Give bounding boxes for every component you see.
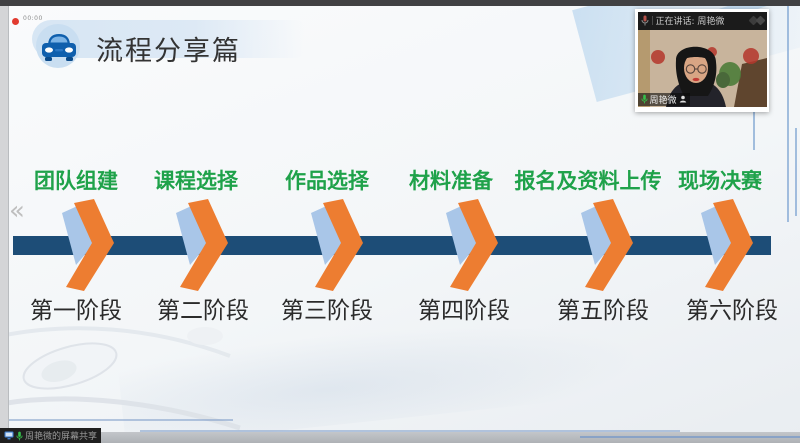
- header-divider: [651, 16, 653, 25]
- milestone-arrow-icon: [446, 199, 498, 291]
- speaking-status-text: 正在讲话: 周艳微: [655, 17, 725, 27]
- milestone-arrow-icon: [311, 199, 363, 291]
- mic-on-icon: [640, 94, 648, 104]
- stage-label: 第一阶段: [30, 298, 122, 324]
- milestone-arrow-icon: [176, 199, 228, 291]
- stage-label: 第二阶段: [157, 298, 249, 324]
- stage-label: 第四阶段: [418, 298, 510, 324]
- recording-timer: 00:00: [23, 15, 43, 22]
- milestone-label: 材料准备: [409, 169, 493, 193]
- milestone-label: 课程选择: [154, 169, 238, 193]
- milestone-label: 团队组建: [34, 169, 118, 193]
- monitor-icon: [4, 431, 14, 440]
- bottom-strip: [0, 432, 800, 443]
- webcam-header: 正在讲话: 周艳微: [637, 11, 767, 30]
- webcam-panel[interactable]: 正在讲话: 周艳微: [635, 9, 769, 112]
- screen-share-text: 周艳微的屏幕共享: [25, 432, 98, 442]
- page-title: 流程分享篇: [96, 36, 241, 67]
- stage-label: 第五阶段: [557, 298, 649, 324]
- recording-indicator-dot: [12, 18, 19, 25]
- previous-slide-button[interactable]: «: [9, 196, 25, 226]
- participant-name-tag: 周艳微: [637, 92, 690, 106]
- meeting-logo-icon: [755, 15, 765, 26]
- milestone-arrow-icon: [581, 199, 633, 291]
- window-top-edge: [0, 0, 800, 6]
- milestone-arrow-icon: [62, 199, 114, 291]
- decorative-vertical-line: [795, 128, 797, 216]
- window-left-edge: [0, 6, 9, 443]
- milestone-arrow-icon: [701, 199, 753, 291]
- decorative-horizontal-line: [140, 430, 680, 432]
- milestone-label: 报名及资料上传: [514, 169, 662, 193]
- milestone-label: 作品选择: [285, 169, 369, 193]
- decorative-vertical-line: [787, 0, 789, 222]
- participant-name: 周艳微: [649, 95, 677, 106]
- decorative-horizontal-line: [580, 436, 800, 438]
- decorative-vertical-line: [753, 108, 755, 150]
- timeline-bar: [13, 236, 771, 255]
- mic-on-icon: [16, 431, 23, 440]
- decorative-horizontal-line: [8, 419, 233, 421]
- speaking-mic-icon: [641, 15, 648, 26]
- milestone-label: 现场决赛: [678, 169, 762, 193]
- car-icon: [42, 34, 76, 61]
- stage-label: 第三阶段: [281, 298, 373, 324]
- screen-share-banner: 周艳微的屏幕共享: [0, 428, 102, 443]
- stage-label: 第六阶段: [686, 298, 778, 324]
- participant-badge-icon: [679, 95, 686, 103]
- webcam-video: 周艳微: [637, 29, 767, 107]
